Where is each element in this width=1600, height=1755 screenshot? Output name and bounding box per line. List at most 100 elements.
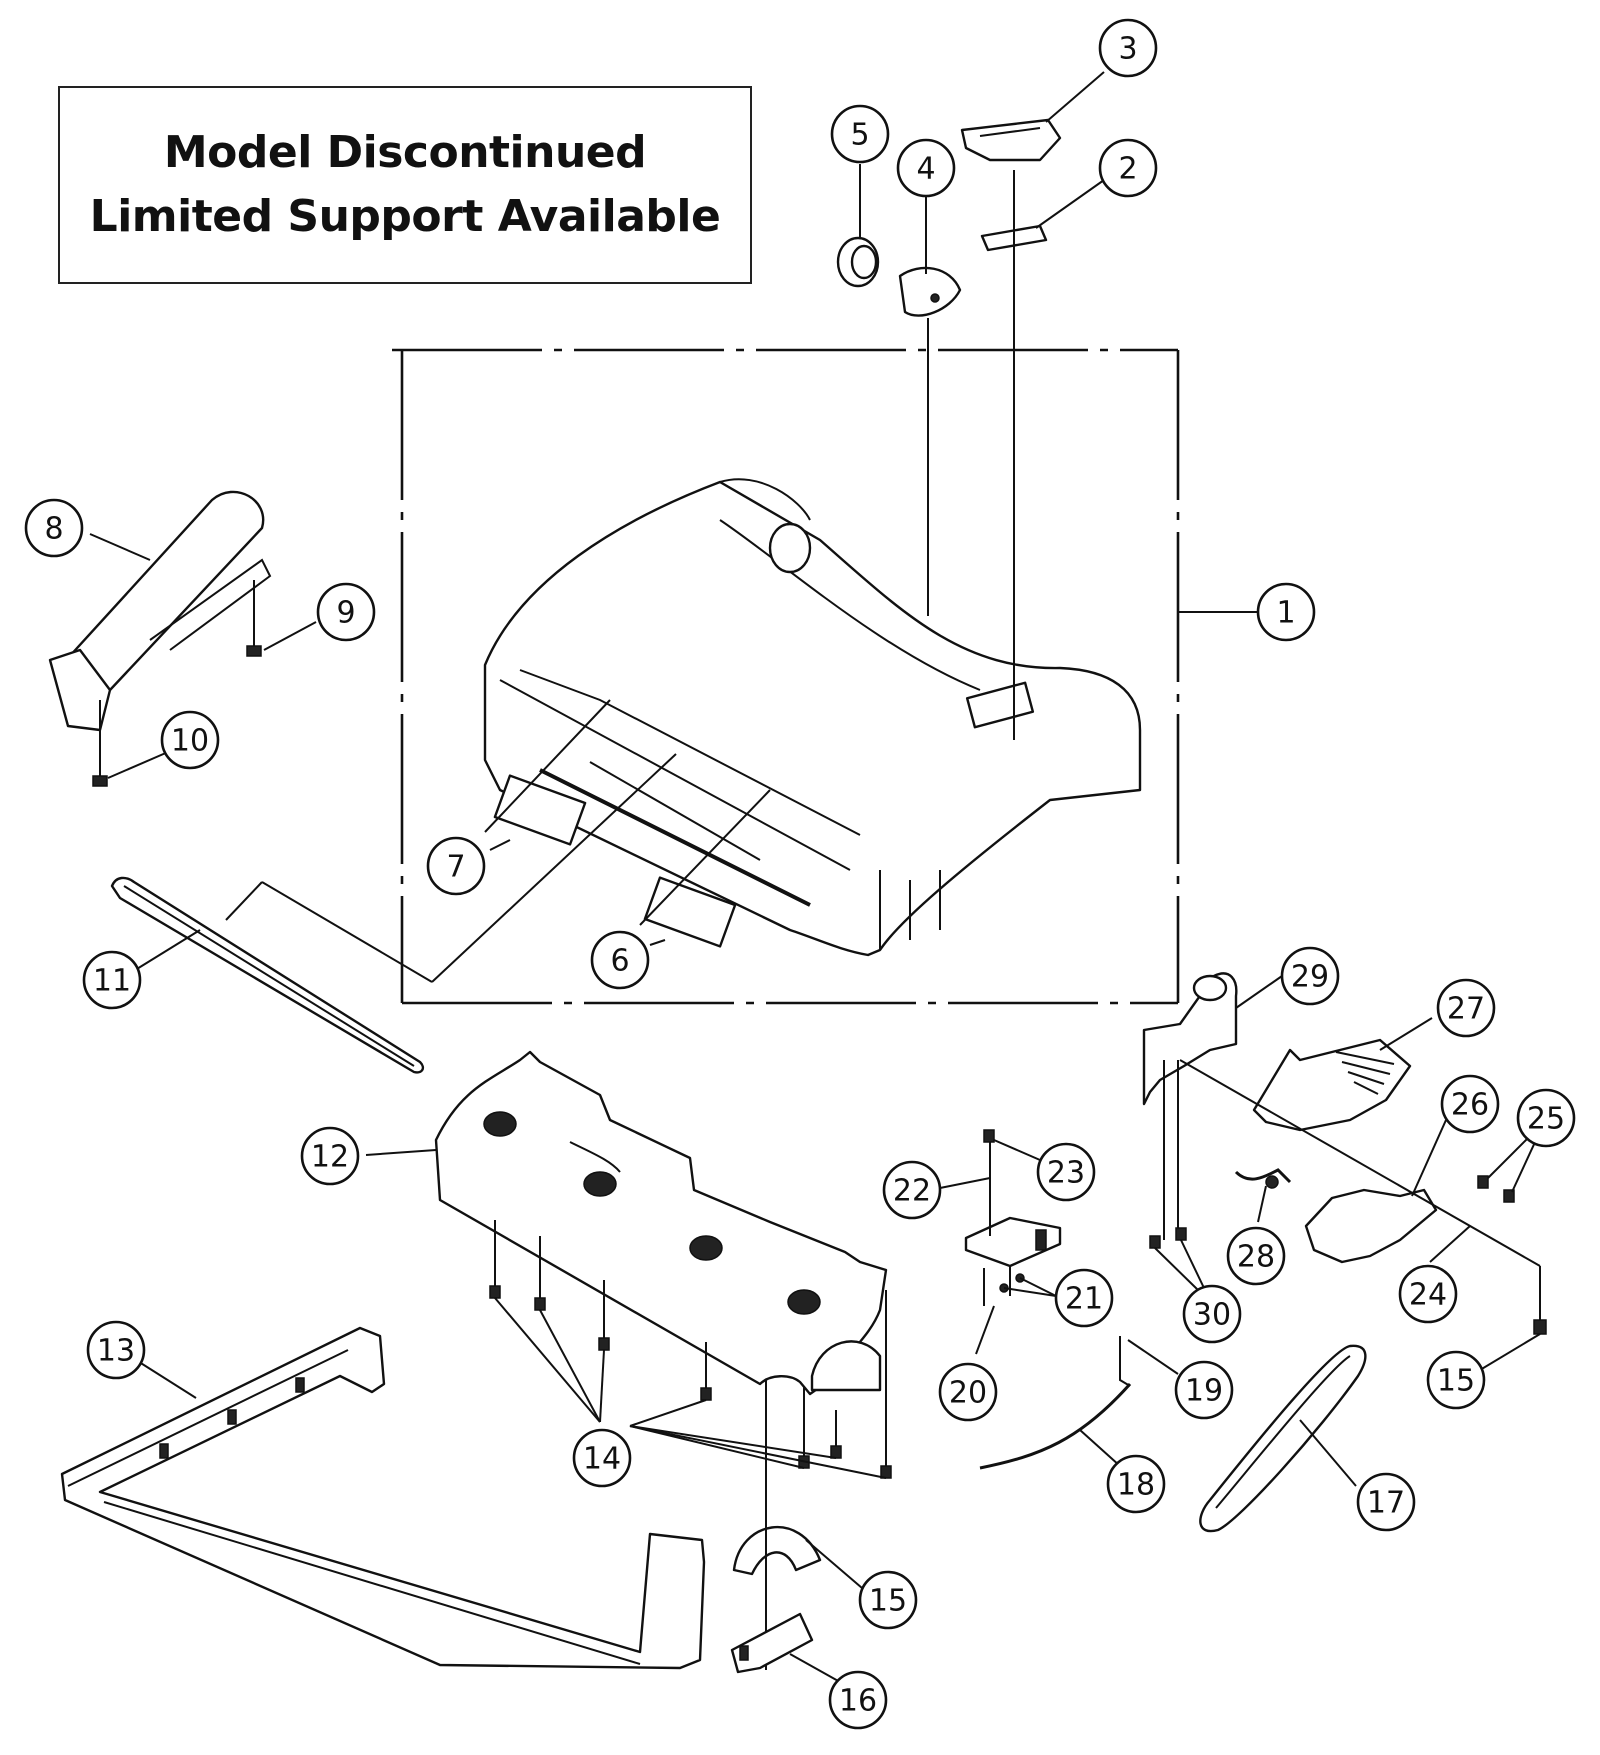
callout-24: 24 <box>1398 1264 1458 1324</box>
part-4-roller <box>898 266 962 616</box>
callout-circle <box>858 1570 918 1630</box>
callout-number: 12 <box>311 1140 349 1175</box>
callout-number: 26 <box>1451 1088 1489 1123</box>
callout-circle <box>1398 1264 1458 1324</box>
leader-6b <box>649 939 666 946</box>
callout-number: 14 <box>583 1442 621 1477</box>
callout-number: 18 <box>1117 1468 1155 1503</box>
callout-number: 5 <box>850 118 869 153</box>
part-25-screws <box>1477 1175 1515 1203</box>
callout-circle <box>1440 1074 1500 1134</box>
callout-11: 11 <box>82 950 142 1010</box>
callout-circle <box>882 1160 942 1220</box>
callout-26: 26 <box>1440 1074 1500 1134</box>
callout-circle <box>1436 978 1496 1038</box>
leader-11 <box>131 929 201 973</box>
callout-number: 6 <box>610 944 629 979</box>
callout-circle <box>300 1126 360 1186</box>
part-13-bumper-frame <box>60 1326 706 1670</box>
callout-5: 5 <box>830 104 890 164</box>
part-10-screw <box>92 775 108 787</box>
callout-circle <box>1226 1226 1286 1286</box>
part-30-screws <box>1149 1227 1187 1249</box>
part-6-label <box>643 876 737 948</box>
callout-circle <box>1174 1360 1234 1420</box>
notice-line-2: Limited Support Available <box>89 191 721 242</box>
callout-7: 7 <box>426 836 486 896</box>
callout-17: 17 <box>1356 1472 1416 1532</box>
callout-circle <box>82 950 142 1010</box>
callout-number: 28 <box>1237 1240 1275 1275</box>
callout-number: 23 <box>1047 1156 1085 1191</box>
leader-13 <box>135 1359 197 1399</box>
callout-circle <box>24 498 84 558</box>
part-26-pedal-base <box>1304 1188 1438 1264</box>
part-20-switch-bracket <box>964 1216 1062 1306</box>
leader-29 <box>1235 975 1283 1009</box>
part-1-hood-cover <box>483 478 1142 957</box>
callout-circle <box>938 1362 998 1422</box>
part-16-latch <box>730 1612 814 1674</box>
callout-number: 15 <box>869 1584 907 1619</box>
callout-circle <box>590 930 650 990</box>
callout-circle <box>1426 1350 1486 1410</box>
part-11-bristle-strip <box>110 753 677 1074</box>
callout-number: 24 <box>1409 1278 1447 1313</box>
callout-20: 20 <box>938 1362 998 1422</box>
part-24-axle <box>1179 1059 1541 1320</box>
callout-19: 19 <box>1174 1360 1234 1420</box>
callout-circle <box>1256 582 1316 642</box>
part-8-tube <box>48 490 272 780</box>
leader-6 <box>639 789 771 926</box>
callout-number: 13 <box>97 1334 135 1369</box>
notice-line-1: Model Discontinued <box>163 127 647 178</box>
leader-27 <box>1379 1017 1433 1051</box>
callout-16: 16 <box>828 1670 888 1730</box>
part-9-screw <box>246 645 262 657</box>
callout-number: 17 <box>1367 1486 1405 1521</box>
callout-circle <box>1054 1268 1114 1328</box>
callout-circle <box>1182 1284 1242 1344</box>
callout-circle <box>896 138 956 198</box>
callout-8: 8 <box>24 498 84 558</box>
callout-2: 2 <box>1098 138 1158 198</box>
callout-13: 13 <box>86 1320 146 1380</box>
callout-21: 21 <box>1054 1268 1114 1328</box>
callout-number: 11 <box>93 964 131 999</box>
callout-28: 28 <box>1226 1226 1286 1286</box>
callout-number: 2 <box>1118 152 1137 187</box>
callout-number: 30 <box>1193 1298 1231 1333</box>
leader-21 <box>1003 1277 1057 1297</box>
callout-number: 29 <box>1291 960 1329 995</box>
leader-25 <box>1487 1137 1537 1193</box>
assembly-1-boundary <box>392 348 1180 1005</box>
callout-circle <box>828 1670 888 1730</box>
callout-27: 27 <box>1436 978 1496 1038</box>
callout-number: 15 <box>1437 1364 1475 1399</box>
callout-number: 10 <box>171 724 209 759</box>
callout-15: 15 <box>1426 1350 1486 1410</box>
leader-15-lower <box>805 1539 863 1589</box>
callout-6: 6 <box>590 930 650 990</box>
callout-circle <box>1516 1088 1576 1148</box>
callout-number: 22 <box>893 1174 931 1209</box>
callout-number: 27 <box>1447 992 1485 1027</box>
callout-30: 30 <box>1182 1284 1242 1344</box>
part-15-guard-clip <box>732 1380 822 1670</box>
leader-26 <box>1411 1119 1447 1197</box>
callout-12: 12 <box>300 1126 360 1186</box>
callout-4: 4 <box>896 138 956 198</box>
leader-8 <box>89 533 151 561</box>
part-17-belt <box>1199 1344 1367 1533</box>
callout-15: 15 <box>858 1570 918 1630</box>
callout-circle <box>1098 18 1158 78</box>
callout-number: 25 <box>1527 1102 1565 1137</box>
leader-30 <box>1154 1239 1205 1291</box>
callout-circle <box>830 104 890 164</box>
leader-17 <box>1299 1419 1357 1487</box>
leader-3 <box>1045 71 1105 123</box>
callout-circle <box>1098 138 1158 198</box>
part-29-pivot-bracket <box>1142 972 1238 1240</box>
callout-number: 1 <box>1276 596 1295 631</box>
